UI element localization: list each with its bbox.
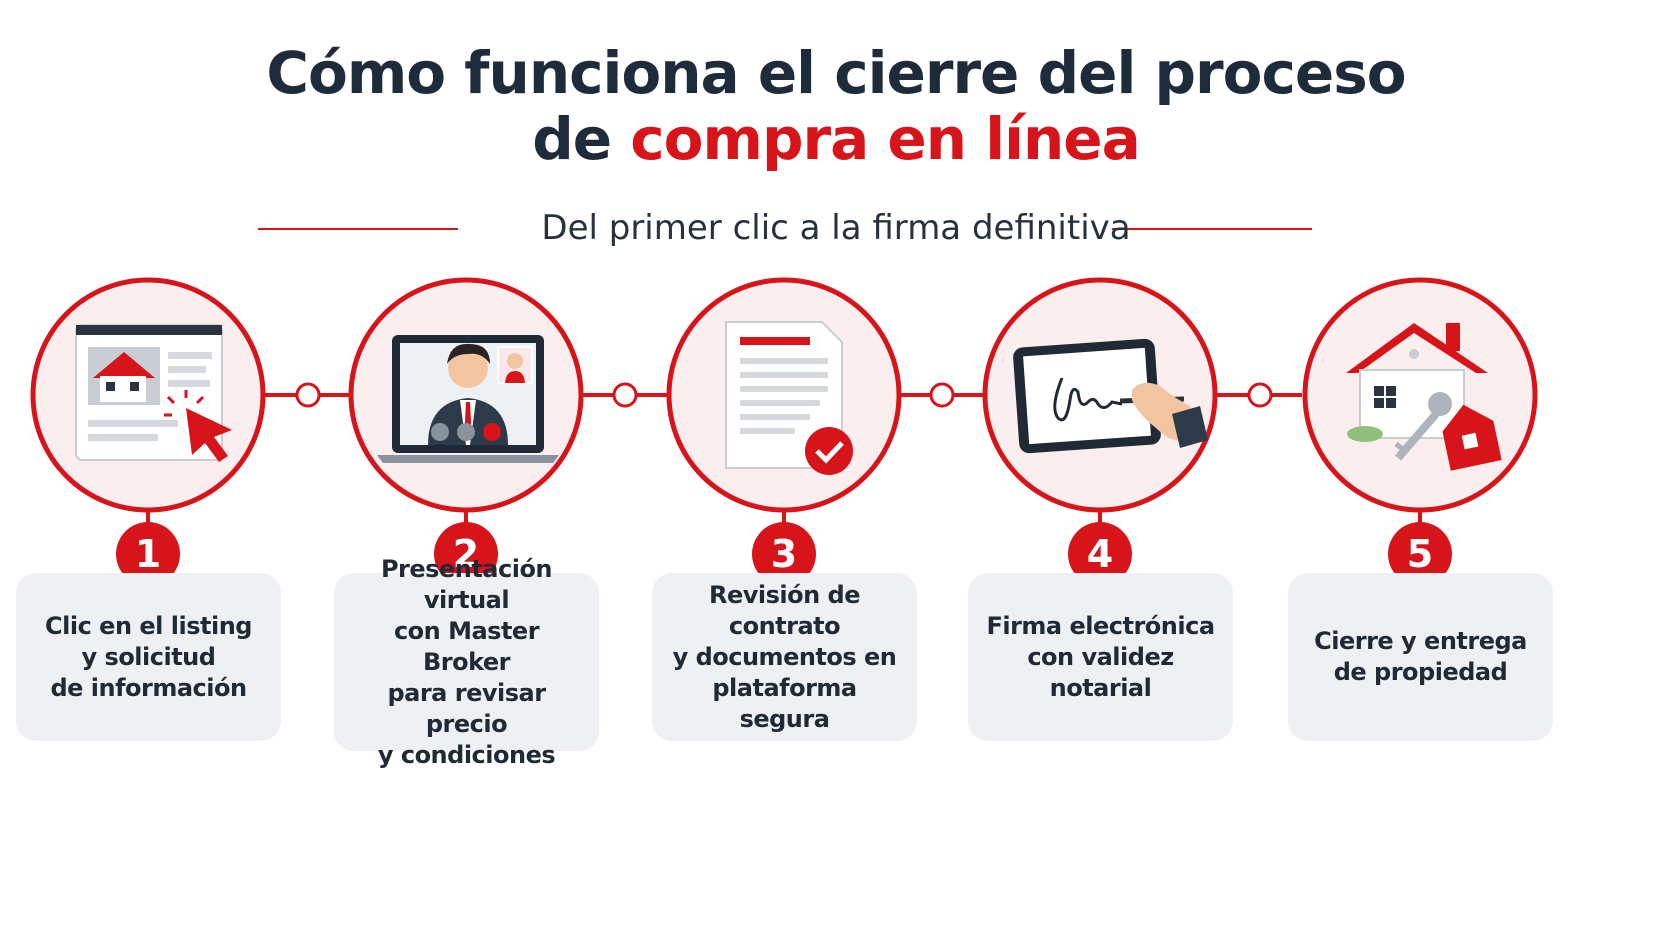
page-title: Cómo funciona el cierre del proceso de c… [0,40,1672,172]
step-card-1: Clic en el listing y solicitud de inform… [16,573,281,741]
video-call-broker-icon [348,277,584,513]
step-card-5: Cierre y entrega de propiedad [1288,573,1553,741]
title-plain: de [532,105,631,173]
step-text-2: Presentación virtual con Master Broker p… [377,554,556,769]
title-line-2: de compra en línea [0,106,1672,172]
subtitle-rule-left [258,228,458,230]
contract-document-check-icon [666,277,902,513]
subtitle-rule-right [1112,228,1312,230]
connector-4-5 [1217,382,1302,408]
step-card-2: Presentación virtual con Master Broker p… [334,555,599,769]
subtitle: Del primer clic a la firma definitiva [541,208,1131,248]
house-keys-icon [1302,277,1538,513]
connector-1-2 [265,382,350,408]
step-text-1: Clic en el listing y solicitud de inform… [45,611,252,702]
connector-2-3 [582,382,668,408]
step-text-4: Firma electrónica con validez notarial [986,611,1215,702]
web-listing-click-icon [30,277,266,513]
step-text-5: Cierre y entrega de propiedad [1314,627,1527,686]
connector-3-4 [900,382,985,408]
title-line-1: Cómo funciona el cierre del proceso [266,39,1406,107]
title-accent: compra en línea [630,105,1140,173]
step-card-3: Revisión de contrato y documentos en pla… [652,573,917,741]
step-text-3: Revisión de contrato y documentos en pla… [672,580,897,733]
step-card-4: Firma electrónica con validez notarial [968,573,1233,741]
tablet-signature-icon [982,277,1218,513]
